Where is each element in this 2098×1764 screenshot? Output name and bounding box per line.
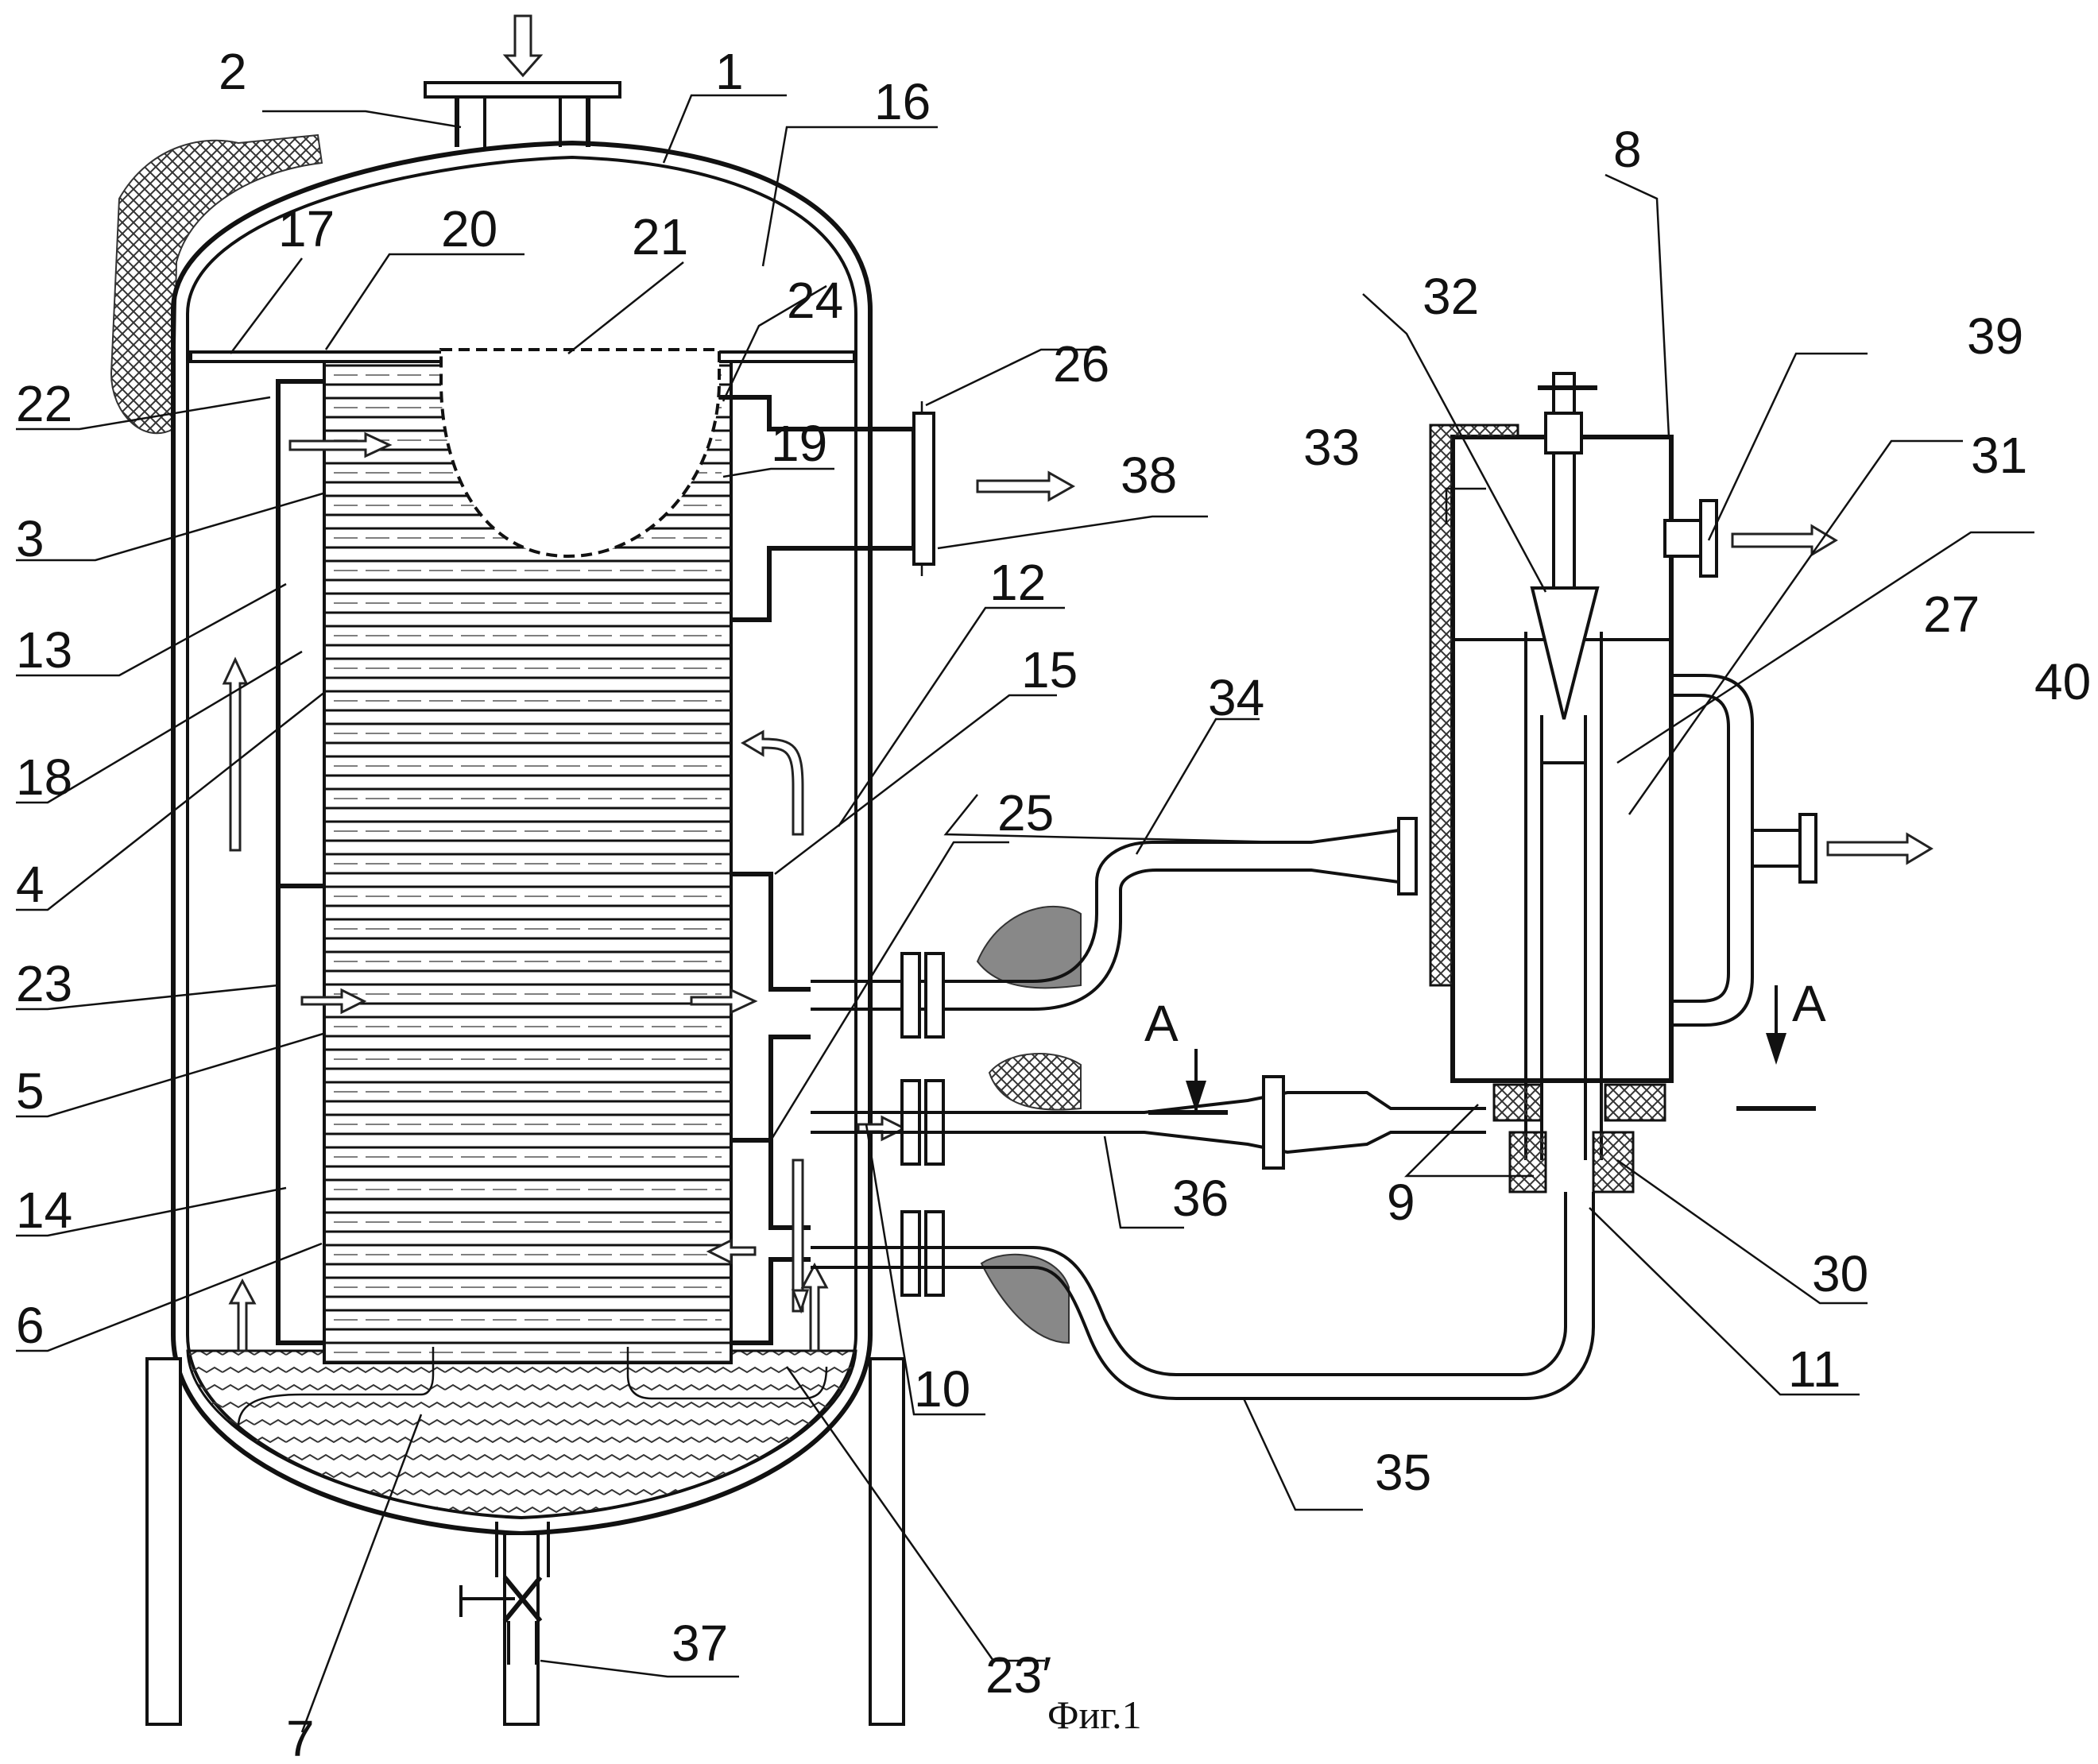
label-16: 16: [874, 73, 931, 130]
label-15: 15: [1021, 641, 1078, 698]
label-4: 4: [16, 856, 45, 913]
label-11: 11: [1788, 1340, 1841, 1398]
section-mark-right: A: [1792, 975, 1826, 1032]
label-1: 1: [715, 43, 744, 100]
label-24: 24: [787, 272, 843, 329]
label-25: 25: [997, 784, 1054, 841]
label-34: 34: [1208, 669, 1264, 726]
label-30: 30: [1812, 1245, 1868, 1302]
figure-caption: Фиг.1: [1047, 1692, 1142, 1737]
label-13: 13: [16, 621, 72, 679]
label-27: 27: [1923, 586, 1980, 643]
label-32: 32: [1423, 268, 1479, 325]
label-14: 14: [16, 1182, 72, 1239]
section-mark-left: A: [1144, 995, 1179, 1052]
label-39: 39: [1967, 308, 2023, 365]
top-inlet-nozzle: [425, 16, 620, 147]
label-33: 33: [1303, 419, 1360, 476]
label-6: 6: [16, 1297, 45, 1354]
label-8: 8: [1613, 121, 1642, 178]
label-20: 20: [441, 200, 497, 257]
label-31: 31: [1971, 427, 2027, 484]
label-12: 12: [989, 554, 1046, 611]
label-3: 3: [16, 510, 45, 567]
label-23p: 23′: [985, 1646, 1051, 1704]
label-10: 10: [914, 1360, 970, 1418]
label-18: 18: [16, 749, 72, 806]
label-9: 9: [1387, 1174, 1415, 1231]
label-38: 38: [1121, 447, 1177, 504]
separator-vessel: [1430, 373, 1931, 1192]
label-40: 40: [2034, 653, 2091, 710]
label-2: 2: [219, 43, 247, 100]
label-26: 26: [1053, 335, 1109, 393]
label-22: 22: [16, 375, 72, 432]
label-19: 19: [771, 415, 827, 472]
label-17: 17: [278, 200, 335, 257]
label-21: 21: [632, 208, 688, 265]
label-35: 35: [1375, 1444, 1431, 1501]
label-23: 23: [16, 955, 72, 1012]
label-5: 5: [16, 1062, 45, 1120]
label-36: 36: [1172, 1170, 1229, 1227]
label-7: 7: [286, 1710, 315, 1764]
label-37: 37: [672, 1615, 728, 1672]
